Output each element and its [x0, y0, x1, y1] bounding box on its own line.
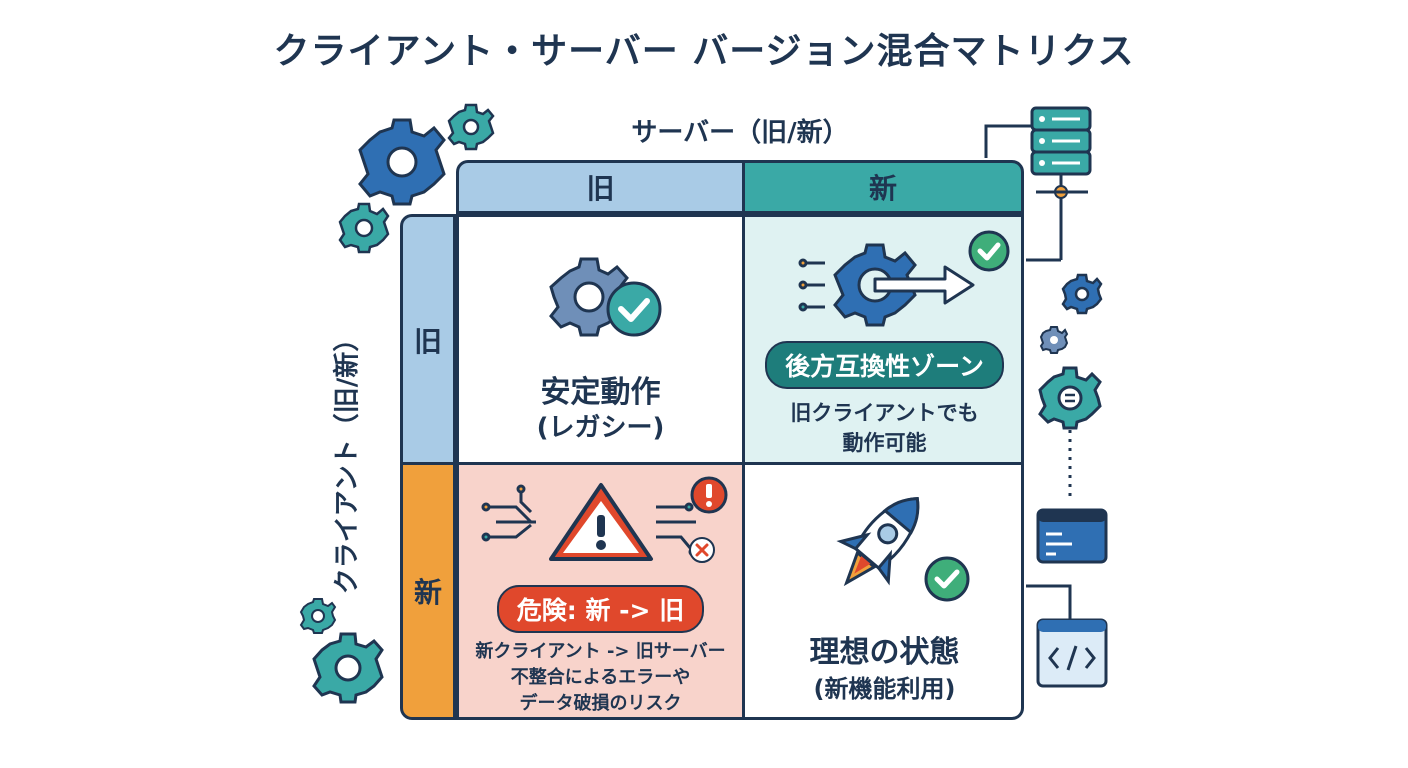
cell-no-line3: データ破損のリスク — [519, 693, 682, 714]
close-icon — [689, 537, 715, 563]
cell-no-line1: 新クライアント -> 旧サーバー — [475, 641, 726, 662]
server-axis-label: サーバー（旧/新） — [631, 118, 849, 148]
row-header-new: 新 — [400, 462, 456, 720]
danger-badge: 危険: 新 -> 旧 — [496, 585, 705, 633]
cell-on-line2: 動作可能 — [842, 431, 927, 455]
gear-icon — [338, 202, 390, 254]
client-axis-label: クライアント（旧/新） — [332, 325, 363, 595]
cell-no-line2: 不整合によるエラーや — [510, 667, 691, 688]
warning-icon — [481, 483, 698, 561]
page-title: クライアント・サーバー バージョン混合マトリクス — [273, 31, 1135, 72]
cell-oo-subtitle: (レガシー) — [536, 413, 665, 443]
gear-icon — [447, 103, 495, 151]
cell-nn-title: 理想の状態 — [809, 635, 960, 670]
cell-new-client-new-server: 理想の状態 (新機能利用) — [742, 462, 1024, 720]
cell-old-client-new-server: 後方互換性ゾーン 旧クライアントでも 動作可能 — [742, 214, 1024, 462]
server-icon — [1030, 106, 1092, 176]
cell-on-line1: 旧クライアントでも — [790, 401, 979, 425]
cell-nn-subtitle: (新機能利用) — [813, 675, 956, 703]
backward-compat-badge: 後方互換性ゾーン — [765, 341, 1004, 389]
check-icon — [924, 556, 970, 602]
column-header-new: 新 — [742, 160, 1024, 214]
row-header-old: 旧 — [400, 214, 456, 462]
gear-arrow-icon — [798, 243, 975, 327]
code-window-icon — [1036, 618, 1108, 688]
cell-old-client-old-server: 安定動作 (レガシー) — [456, 214, 742, 462]
gear-check-icon — [549, 257, 662, 337]
cell-new-client-old-server: 危険: 新 -> 旧 新クライアント -> 旧サーバー 不整合によるエラーや デ… — [456, 462, 742, 720]
alert-icon — [690, 476, 728, 514]
gear-icon — [312, 632, 384, 704]
check-icon — [968, 230, 1010, 272]
terminal-window-icon — [1036, 508, 1108, 564]
gear-icon — [299, 598, 337, 634]
right-side-decoration — [984, 106, 1108, 688]
cell-oo-title: 安定動作 — [540, 375, 661, 410]
rocket-icon — [836, 497, 920, 587]
gear-icon — [358, 118, 446, 206]
column-header-old: 旧 — [456, 160, 742, 214]
